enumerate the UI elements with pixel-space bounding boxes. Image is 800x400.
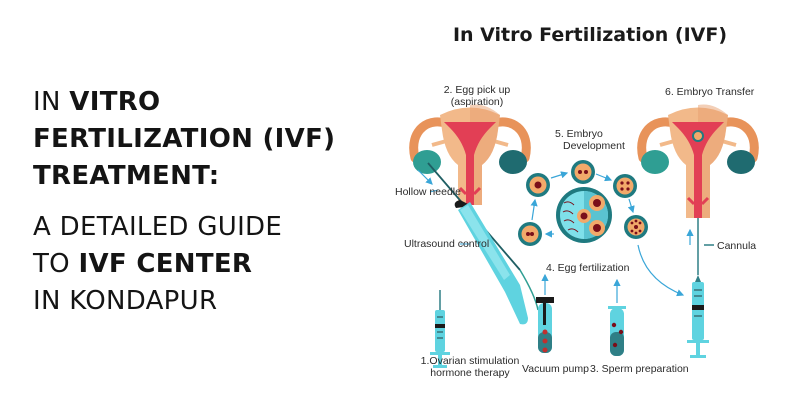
vacuum-pump-icon — [536, 273, 554, 353]
diagram-title: In Vitro Fertilization (IVF) — [452, 24, 728, 46]
label-sperm-preparation: 3. Sperm preparation — [590, 363, 689, 375]
headline-line-6: IN KONDAPUR — [33, 283, 373, 320]
cannula-syringe-icon — [686, 218, 714, 358]
headline-line-5: TO IVF CENTER — [33, 246, 373, 283]
label-egg-fertilization: 4. Egg fertilization — [546, 262, 630, 274]
label-ovarian-stimulation: 1.Ovarian stimulation hormone therapy — [420, 355, 520, 379]
ivf-illustration — [409, 104, 759, 368]
label-egg-pickup: 2. Egg pick up (aspiration) — [443, 84, 511, 108]
headline: IN VITRO FERTILIZATION (IVF) TREATMENT: … — [33, 84, 373, 320]
sperm-tube-icon — [608, 278, 626, 356]
headline-text: IN — [33, 87, 70, 117]
fertilization-dish-icon — [556, 187, 612, 243]
uterus-left-icon — [409, 104, 531, 205]
headline-text: A DETAILED GUIDE — [33, 212, 283, 242]
headline-text: IN KONDAPUR — [33, 286, 218, 316]
headline-line-1: IN VITRO — [33, 84, 373, 121]
uterus-right-icon — [637, 104, 759, 218]
headline-line-2: FERTILIZATION (IVF) — [33, 121, 373, 158]
label-cannula: Cannula — [717, 240, 757, 252]
headline-text-bold: VITRO — [69, 87, 161, 117]
headline-text-bold: FERTILIZATION (IVF) — [33, 124, 336, 154]
syringe-left-icon — [430, 290, 450, 368]
label-vacuum-pump: Vacuum pump — [522, 363, 589, 375]
label-embryo-transfer: 6. Embryo Transfer — [665, 86, 755, 98]
headline-text-bold: TREATMENT: — [33, 161, 220, 191]
label-ultrasound-control: Ultrasound control — [404, 238, 490, 250]
ultrasound-probe-icon — [454, 200, 528, 325]
embryo-cycle-icon — [518, 160, 685, 297]
headline-line-3: TREATMENT: — [33, 158, 373, 195]
headline-text-bold: IVF CENTER — [78, 249, 253, 279]
headline-line-4: A DETAILED GUIDE — [33, 209, 373, 246]
label-embryo-development: 5. Embryo Development — [555, 128, 625, 152]
headline-text: TO — [33, 249, 79, 279]
label-hollow-needle: Hollow needle — [395, 186, 461, 198]
